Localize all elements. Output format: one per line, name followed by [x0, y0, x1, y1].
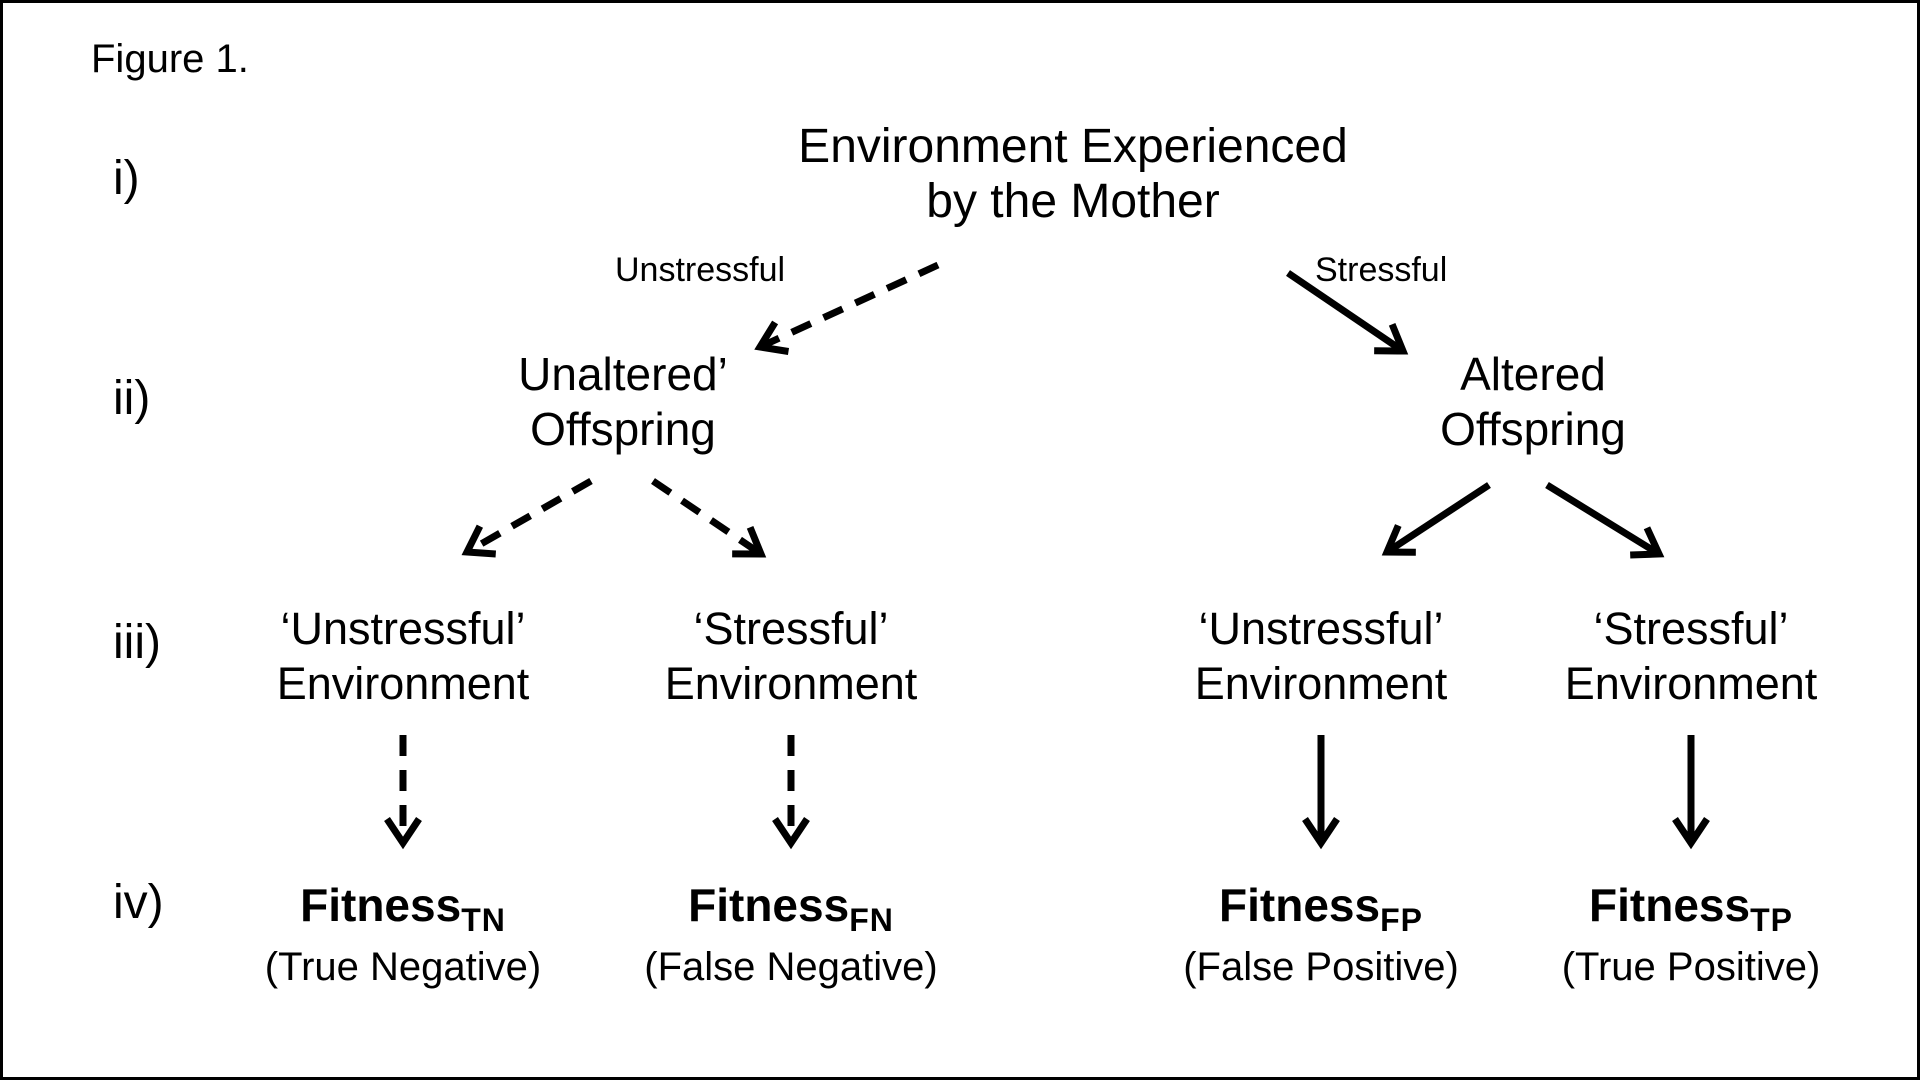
- env-line1: ‘Stressful’: [693, 603, 889, 654]
- arrow-unaltered-to-env-unstressful: [461, 477, 593, 558]
- fitness-fp-term: FitnessFP: [1131, 879, 1511, 938]
- arrow-altered-to-env-stressful: [1545, 482, 1665, 559]
- env-line1: ‘Stressful’: [1593, 603, 1789, 654]
- arrow-mother-to-altered: [1286, 270, 1409, 355]
- node-altered-offspring: Altered Offspring: [1333, 347, 1733, 457]
- unaltered-offspring-line2: Offspring: [530, 403, 716, 455]
- node-fitness-tn: FitnessTN (True Negative): [213, 879, 593, 990]
- fitness-fn-qualifier: (False Negative): [644, 945, 938, 989]
- row-label-iv: iv): [113, 876, 164, 929]
- arrow-unaltered-to-env-stressful: [651, 478, 767, 558]
- fitness-subscript: TP: [1750, 902, 1793, 938]
- arrow-mother-to-unaltered: [754, 261, 940, 355]
- env-line2: Environment: [1564, 658, 1818, 709]
- altered-offspring-line2: Offspring: [1440, 403, 1626, 455]
- node-env-stressful-right: ‘Stressful’ Environment: [1511, 601, 1871, 711]
- fitness-tp-qualifier: (True Positive): [1561, 945, 1821, 989]
- node-env-stressful-left: ‘Stressful’ Environment: [611, 601, 971, 711]
- altered-offspring-line1: Altered: [1460, 348, 1606, 400]
- figure-caption: Figure 1.: [91, 37, 249, 81]
- node-mother-environment: Environment Experienced by the Mother: [723, 119, 1423, 229]
- fitness-tp-term: FitnessTP: [1501, 879, 1881, 938]
- node-env-unstressful-left: ‘Unstressful’ Environment: [223, 601, 583, 711]
- arrow-altered-to-env-unstressful: [1381, 482, 1491, 556]
- arrows-layer: [384, 261, 1710, 850]
- branch-label-stressful: Stressful: [1315, 251, 1448, 289]
- unaltered-offspring-line1: Unaltered’: [518, 348, 728, 400]
- fitness-tn-qualifier: (True Negative): [264, 945, 542, 989]
- fitness-base: Fitness: [1589, 879, 1751, 931]
- env-line2: Environment: [1194, 658, 1448, 709]
- node-fitness-fp: FitnessFP (False Positive): [1131, 879, 1511, 990]
- fitness-subscript: TN: [461, 902, 506, 938]
- fitness-fp-qualifier: (False Positive): [1183, 945, 1459, 989]
- fitness-fn-term: FitnessFN: [601, 879, 981, 938]
- node-env-unstressful-right: ‘Unstressful’ Environment: [1141, 601, 1501, 711]
- mother-environment-line2: by the Mother: [926, 175, 1220, 228]
- node-fitness-fn: FitnessFN (False Negative): [601, 879, 981, 990]
- env-line2: Environment: [276, 658, 530, 709]
- fitness-subscript: FP: [1380, 902, 1423, 938]
- fitness-subscript: FN: [849, 902, 894, 938]
- env-line2: Environment: [664, 658, 918, 709]
- row-label-iii: iii): [113, 616, 161, 669]
- fitness-base: Fitness: [300, 879, 462, 931]
- fitness-base: Fitness: [1219, 879, 1381, 931]
- branch-label-unstressful: Unstressful: [615, 251, 786, 289]
- row-label-i: i): [113, 152, 140, 205]
- row-label-ii: ii): [113, 372, 151, 425]
- env-line1: ‘Unstressful’: [1198, 603, 1444, 654]
- node-unaltered-offspring: Unaltered’ Offspring: [423, 347, 823, 457]
- node-fitness-tp: FitnessTP (True Positive): [1501, 879, 1881, 990]
- mother-environment-line1: Environment Experienced: [798, 120, 1348, 173]
- fitness-base: Fitness: [688, 879, 850, 931]
- env-line1: ‘Unstressful’: [280, 603, 526, 654]
- fitness-tn-term: FitnessTN: [213, 879, 593, 938]
